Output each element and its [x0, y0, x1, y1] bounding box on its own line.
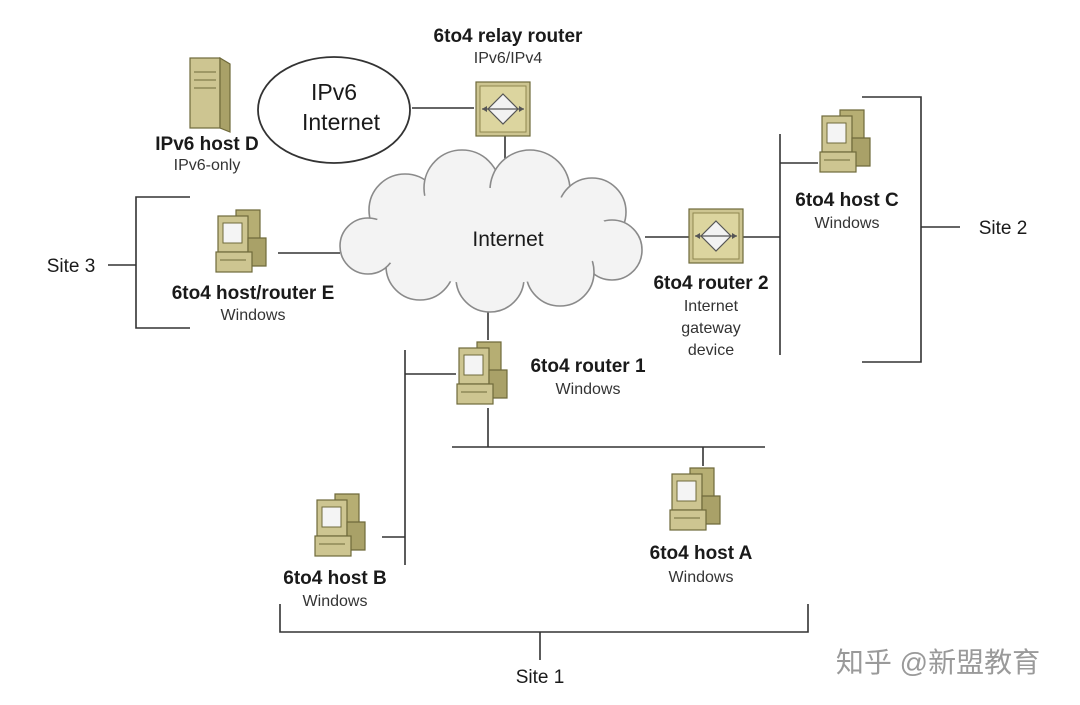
- connection-lines: [278, 107, 818, 565]
- internet-cloud: [339, 149, 643, 313]
- host-b-subtitle: Windows: [303, 593, 368, 610]
- router-2-title: 6to4 router 2: [653, 273, 768, 294]
- router-2-line2: gateway: [681, 320, 741, 337]
- host-a-subtitle: Windows: [669, 569, 734, 586]
- watermark: 知乎 @新盟教育: [836, 647, 1040, 678]
- router-2-icon: [688, 208, 744, 264]
- site-brackets: [108, 96, 960, 660]
- host-e-title: 6to4 host/router E: [172, 283, 335, 304]
- host-c-title: 6to4 host C: [795, 190, 899, 211]
- host-a-computer-icon: [669, 467, 721, 531]
- server-icon: [189, 57, 231, 133]
- host-c-subtitle: Windows: [815, 215, 880, 232]
- host-d-title: IPv6 host D: [155, 134, 258, 155]
- host-a-title: 6to4 host A: [650, 543, 753, 564]
- host-c-computer-icon: [819, 109, 871, 173]
- host-b-computer-icon: [314, 493, 366, 557]
- router-2-line3: device: [688, 342, 734, 359]
- router-1-subtitle: Windows: [556, 381, 621, 398]
- router-1-computer-icon: [456, 341, 508, 405]
- router-1-title: 6to4 router 1: [530, 356, 646, 377]
- site-3-label: Site 3: [47, 256, 96, 277]
- relay-router-icon: [475, 81, 531, 137]
- relay-router-subtitle: IPv6/IPv4: [474, 50, 543, 67]
- relay-router-title: 6to4 relay router: [434, 26, 583, 47]
- host-b-title: 6to4 host B: [283, 568, 386, 589]
- site-1-label: Site 1: [516, 667, 565, 688]
- ipv6-internet-line2: Internet: [302, 109, 381, 135]
- internet-label: Internet: [472, 228, 543, 251]
- host-e-subtitle: Windows: [221, 307, 286, 324]
- router-2-line1: Internet: [684, 298, 739, 315]
- ipv6-internet-cloud: [257, 56, 411, 164]
- host-d-subtitle: IPv6-only: [174, 157, 241, 174]
- site-2-label: Site 2: [979, 218, 1028, 239]
- host-e-computer-icon: [215, 209, 267, 273]
- ipv6-internet-line1: IPv6: [311, 79, 357, 105]
